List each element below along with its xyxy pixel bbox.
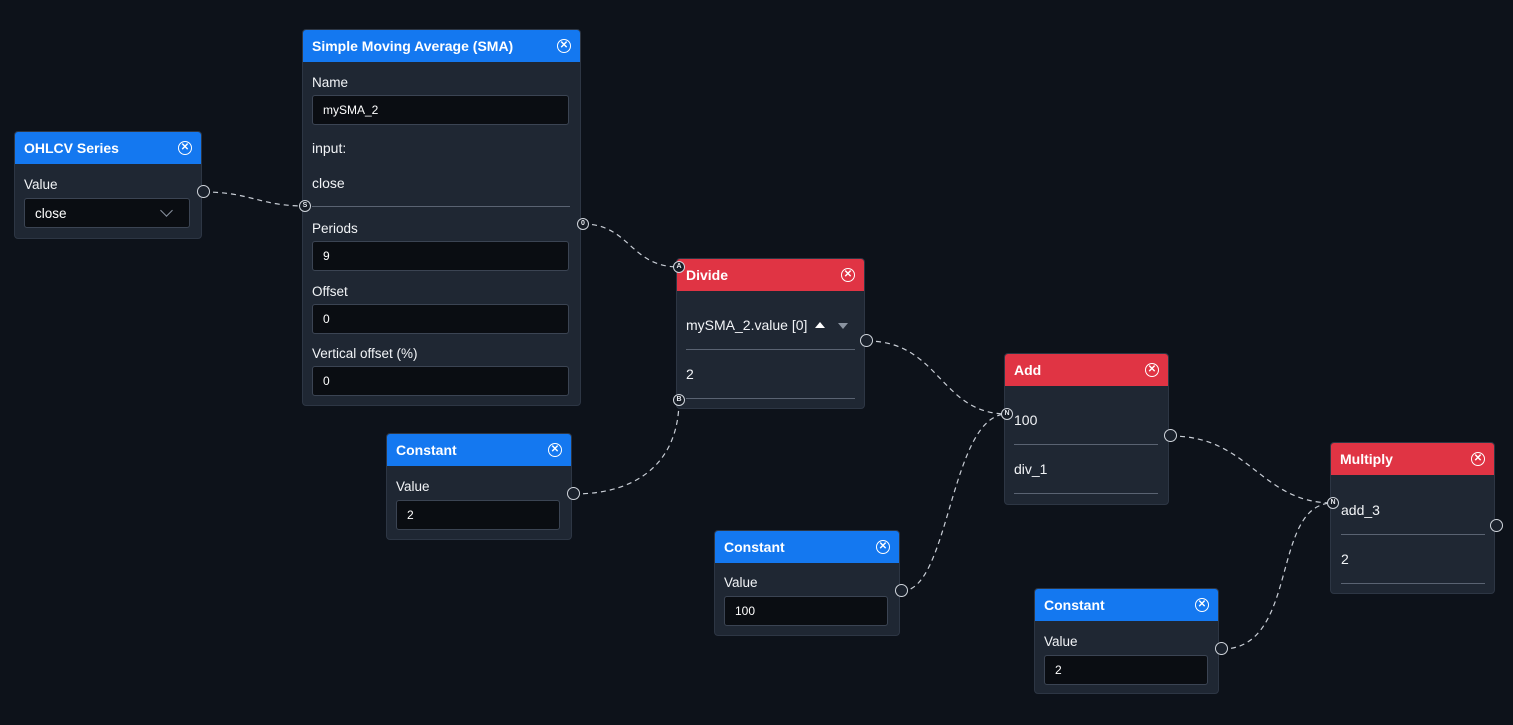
node-title: Simple Moving Average (SMA)	[312, 38, 514, 54]
wire-divide-to-add	[866, 340, 1008, 415]
input-label: input:	[312, 140, 347, 156]
periods-input[interactable]: 9	[312, 241, 569, 271]
node-title: Add	[1014, 362, 1042, 378]
offset-input[interactable]: 0	[312, 304, 569, 334]
offset-label: Offset	[312, 284, 348, 299]
node-header[interactable]: Multiply ✕	[1331, 443, 1494, 475]
node-title: Constant	[1044, 597, 1105, 613]
value-label: Value	[396, 479, 430, 494]
node-header[interactable]: Add ✕	[1005, 354, 1168, 386]
close-icon[interactable]: ✕	[1145, 363, 1159, 377]
divide-node[interactable]: Divide ✕ mySMA_2.value [0] 2	[676, 258, 865, 409]
value-label: Value	[724, 575, 758, 590]
node-header[interactable]: Simple Moving Average (SMA) ✕	[303, 30, 580, 62]
ohlcv-output-port[interactable]	[197, 185, 210, 198]
multiply-output-port[interactable]	[1490, 519, 1503, 532]
multiply-node[interactable]: Multiply ✕ add_3 2	[1330, 442, 1495, 594]
add-input-pin[interactable]: N	[1001, 408, 1013, 420]
operand-2-underline	[1014, 493, 1158, 494]
node-title: Constant	[396, 442, 457, 458]
series-select[interactable]: close	[24, 198, 190, 228]
input-underline	[312, 206, 570, 207]
operand-1-value: add_3	[1341, 502, 1380, 518]
constant3-output-port[interactable]	[1215, 642, 1228, 655]
multiply-input-pin[interactable]: N	[1327, 497, 1339, 509]
input-source-value: close	[312, 175, 345, 191]
node-title: Constant	[724, 539, 785, 555]
operand-a-underline	[686, 349, 855, 350]
close-icon[interactable]: ✕	[1471, 452, 1485, 466]
triangle-down-icon[interactable]	[838, 323, 849, 329]
wire-add-to-multiply	[1170, 435, 1334, 504]
close-icon[interactable]: ✕	[548, 443, 562, 457]
divide-output-port[interactable]	[860, 334, 873, 347]
node-header[interactable]: Divide ✕	[677, 259, 864, 291]
add-output-port[interactable]	[1164, 429, 1177, 442]
chevron-down-icon	[160, 204, 173, 217]
divide-input-a-pin[interactable]: A	[673, 261, 685, 273]
node-title: Divide	[686, 267, 729, 283]
operand-a-row: mySMA_2.value [0]	[686, 317, 849, 333]
operand-b-value: 2	[686, 366, 694, 382]
constant1-output-port[interactable]	[567, 487, 580, 500]
operand-1-value: 100	[1014, 412, 1038, 428]
close-icon[interactable]: ✕	[178, 141, 192, 155]
node-header[interactable]: Constant ✕	[387, 434, 571, 466]
vertical-offset-label: Vertical offset (%)	[312, 346, 418, 361]
name-input[interactable]: mySMA_2	[312, 95, 569, 125]
value-input[interactable]: 100	[724, 596, 888, 626]
name-label: Name	[312, 75, 349, 90]
close-icon[interactable]: ✕	[557, 39, 571, 53]
operand-1-underline	[1014, 444, 1158, 445]
value-label: Value	[24, 177, 58, 192]
value-input[interactable]: 2	[396, 500, 560, 530]
divide-input-b-pin[interactable]: B	[673, 394, 685, 406]
ohlcv-series-node[interactable]: OHLCV Series ✕ Value close	[14, 131, 202, 239]
close-icon[interactable]: ✕	[1195, 598, 1209, 612]
vertical-offset-input[interactable]: 0	[312, 366, 569, 396]
operand-2-value: div_1	[1014, 461, 1048, 477]
sma-output-pin[interactable]: 0	[577, 218, 589, 230]
constant2-output-port[interactable]	[895, 584, 908, 597]
wire-constant1-to-divide-b	[573, 399, 680, 495]
wire-sma-to-divide-a	[582, 223, 680, 268]
node-header[interactable]: OHLCV Series ✕	[15, 132, 201, 164]
constant-node-2[interactable]: Constant ✕ Value 100	[714, 530, 900, 636]
periods-label: Periods	[312, 221, 358, 236]
node-title: OHLCV Series	[24, 140, 119, 156]
node-header[interactable]: Constant ✕	[1035, 589, 1218, 621]
add-node[interactable]: Add ✕ 100 div_1	[1004, 353, 1169, 505]
value-input[interactable]: 2	[1044, 655, 1208, 685]
constant-node-3[interactable]: Constant ✕ Value 2	[1034, 588, 1219, 694]
operand-2-value: 2	[1341, 551, 1349, 567]
operand-2-underline	[1341, 583, 1485, 584]
sma-input-pin[interactable]: S	[299, 200, 311, 212]
close-icon[interactable]: ✕	[841, 268, 855, 282]
operand-a-value: mySMA_2.value [0]	[686, 317, 808, 333]
constant-node-1[interactable]: Constant ✕ Value 2	[386, 433, 572, 540]
wire-ohlcv-to-sma	[203, 191, 306, 207]
node-header[interactable]: Constant ✕	[715, 531, 899, 563]
value-label: Value	[1044, 634, 1078, 649]
operand-b-underline	[686, 398, 855, 399]
triangle-up-icon[interactable]	[815, 322, 826, 328]
wire-constant2-to-add	[901, 413, 1008, 592]
close-icon[interactable]: ✕	[876, 540, 890, 554]
operand-1-underline	[1341, 534, 1485, 535]
series-select-value: close	[35, 205, 67, 221]
wire-constant3-to-multiply	[1221, 502, 1334, 650]
sma-node[interactable]: Simple Moving Average (SMA) ✕ Name mySMA…	[302, 29, 581, 406]
node-title: Multiply	[1340, 451, 1393, 467]
